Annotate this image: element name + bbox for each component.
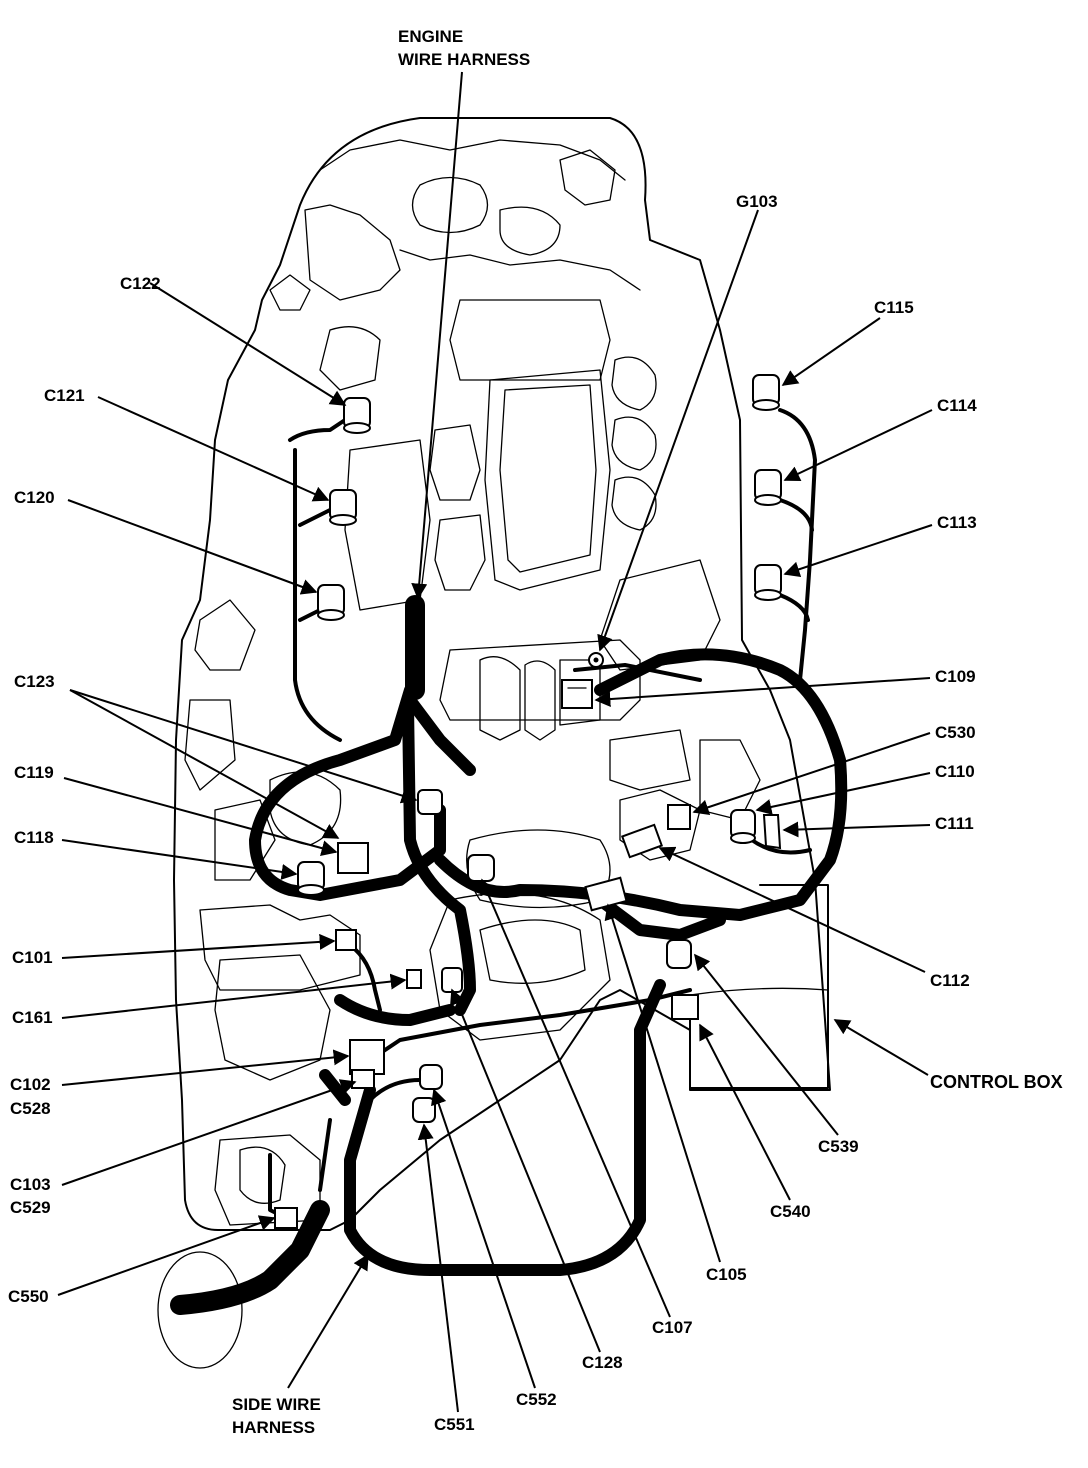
label-c114: C114 [937, 396, 977, 415]
connector-c112 [620, 823, 664, 859]
connector-c550 [274, 1207, 298, 1229]
leader-c112 [658, 846, 926, 973]
connector-c111 [762, 814, 782, 850]
label-c119: C119 [14, 763, 54, 782]
label-c110: C110 [935, 762, 975, 781]
leader-c123-b [69, 689, 340, 839]
connector-c109 [561, 679, 593, 709]
leader-c110 [755, 772, 931, 815]
connector-c552 [419, 1064, 443, 1090]
connectors [274, 374, 782, 1229]
leader-c540 [699, 1023, 791, 1201]
label-c552: C552 [516, 1390, 557, 1409]
label-side-harness-line1: SIDE WIRE [232, 1395, 321, 1414]
leader-c539 [694, 953, 839, 1136]
connector-c113 [754, 564, 782, 601]
label-c102: C102 [10, 1075, 51, 1094]
label-c115: C115 [874, 298, 914, 317]
leader-c552 [431, 1088, 536, 1389]
connector-c123 [417, 789, 443, 815]
leader-c118 [61, 839, 298, 880]
leader-c120 [67, 499, 318, 595]
connector-c539 [666, 939, 692, 969]
connector-c110 [730, 809, 756, 844]
leader-c102 [61, 1049, 350, 1086]
label-engine-harness-line1: ENGINE [398, 27, 463, 46]
leader-c114 [783, 409, 933, 482]
connector-c120 [317, 584, 345, 621]
engine-wire-harness [249, 408, 848, 1016]
leader-c101 [61, 933, 336, 959]
label-c107: C107 [652, 1318, 693, 1337]
leader-c113 [783, 524, 933, 578]
label-c550: C550 [8, 1287, 49, 1306]
leader-c128 [450, 988, 601, 1353]
connector-c107 [467, 854, 495, 882]
connector-c161 [406, 969, 422, 989]
connector-c128 [441, 967, 463, 993]
connector-c102-c528 [349, 1039, 385, 1089]
label-c121: C121 [44, 386, 85, 405]
label-c539: C539 [818, 1137, 859, 1156]
connector-c121 [329, 489, 357, 526]
label-c111: C111 [935, 814, 974, 833]
leader-engine-harness [411, 71, 463, 600]
label-c128: C128 [582, 1353, 623, 1372]
leader-c121 [97, 396, 330, 502]
connector-c540 [671, 994, 699, 1020]
label-c122: C122 [120, 274, 161, 293]
label-engine-harness-line2: WIRE HARNESS [398, 50, 530, 69]
label-c101: C101 [12, 948, 53, 967]
label-c113: C113 [937, 513, 977, 532]
connector-c530 [667, 804, 691, 830]
ground-g103 [588, 652, 604, 668]
connector-c119 [337, 842, 369, 874]
connector-c118 [297, 861, 325, 896]
leader-c123-a [69, 689, 418, 804]
connector-c114 [754, 469, 782, 506]
connector-c551 [412, 1097, 436, 1123]
grommet-outline [157, 1251, 243, 1369]
leader-c107 [480, 878, 671, 1318]
side-wire-harness [170, 943, 692, 1315]
connector-c101 [335, 929, 357, 951]
leader-c103 [61, 1079, 357, 1186]
label-c540: C540 [770, 1202, 811, 1221]
leader-c530 [692, 732, 931, 816]
label-c161: C161 [12, 1008, 53, 1027]
leader-c161 [61, 973, 407, 1019]
leader-c105 [604, 903, 721, 1263]
leader-control-box [833, 1019, 929, 1076]
connector-c105 [584, 876, 628, 912]
label-c528: C528 [10, 1099, 51, 1118]
leader-lines [57, 71, 933, 1413]
leader-c550 [57, 1215, 276, 1296]
leader-g103 [597, 209, 759, 652]
connector-c115 [752, 374, 780, 411]
label-c105: C105 [706, 1265, 747, 1284]
label-g103: G103 [736, 192, 778, 211]
engine-compartment-outline [157, 117, 831, 1369]
leader-c115 [781, 317, 881, 386]
connector-c122 [343, 397, 371, 434]
leader-c122 [149, 282, 347, 406]
label-c109: C109 [935, 667, 976, 686]
label-c123: C123 [14, 672, 55, 691]
leader-side-harness [287, 1253, 369, 1389]
leader-c109 [594, 677, 931, 708]
label-c551: C551 [434, 1415, 475, 1434]
label-c530: C530 [935, 723, 976, 742]
label-control-box: CONTROL BOX [930, 1072, 1063, 1092]
label-c103: C103 [10, 1175, 51, 1194]
callout-labels: ENGINE WIRE HARNESS G103 C122 C115 C121 … [8, 27, 1063, 1437]
leader-c111 [782, 821, 931, 838]
label-c529: C529 [10, 1198, 51, 1217]
label-c112: C112 [930, 971, 970, 990]
label-c118: C118 [14, 828, 54, 847]
leader-c119 [63, 777, 338, 856]
label-c120: C120 [14, 488, 55, 507]
label-side-harness-line2: HARNESS [232, 1418, 315, 1437]
leader-c551 [417, 1123, 459, 1413]
